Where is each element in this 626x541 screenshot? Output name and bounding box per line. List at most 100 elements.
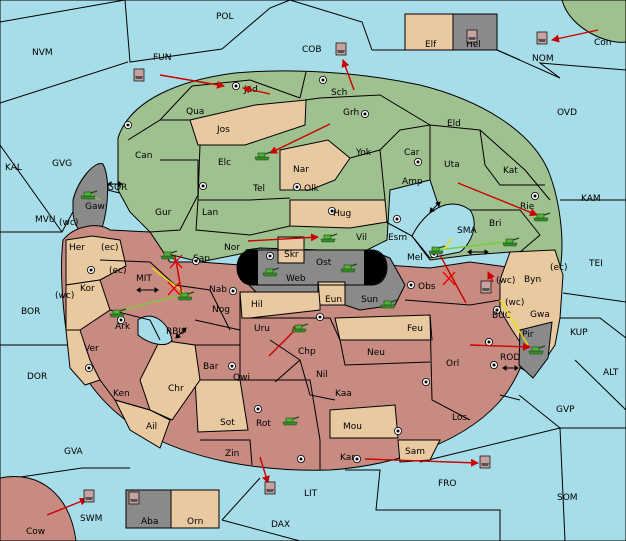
land-label-sch: Sch bbox=[331, 88, 347, 98]
land-label-chr: Chr bbox=[168, 384, 184, 394]
sea-label-cob: COB bbox=[302, 45, 322, 55]
land-label-vil: Vil bbox=[356, 233, 367, 243]
land-label-lan: Lan bbox=[202, 208, 218, 218]
land-label-mou: Mou bbox=[343, 422, 362, 432]
land-label-olk: Olk bbox=[304, 184, 320, 194]
sea-label-gvp: GVP bbox=[556, 405, 575, 415]
sea-label-lit: LIT bbox=[304, 489, 318, 499]
land-sam[interactable] bbox=[397, 439, 441, 463]
sea-label-gva: GVA bbox=[64, 447, 84, 457]
land-label-kat: Kat bbox=[503, 166, 518, 176]
adjacency-arrows bbox=[107, 181, 519, 371]
sea-label-buc: BUC bbox=[492, 311, 511, 321]
sea-label-nvm: NVM bbox=[32, 48, 53, 58]
coast-label-her-wc: (wc) bbox=[59, 218, 78, 228]
land-label-nor: Nor bbox=[224, 243, 240, 253]
land-label-nar: Nar bbox=[293, 165, 309, 175]
sea-label-som: SOM bbox=[557, 493, 578, 503]
land-label-can: Can bbox=[135, 151, 153, 161]
coast-label-byn-ec: (ec) bbox=[550, 263, 568, 273]
land-label-los: Los bbox=[452, 413, 467, 423]
coast-label-gwa-wc: (wc) bbox=[505, 298, 524, 308]
land-label-tel: Tel bbox=[252, 184, 265, 194]
land-orn[interactable] bbox=[170, 489, 220, 529]
sea-label-bor: BOR bbox=[21, 307, 40, 317]
failed-orders bbox=[167, 254, 456, 296]
fleet-cob bbox=[335, 42, 347, 56]
support-orders bbox=[89, 193, 529, 346]
coast-label-her-ec: (ec) bbox=[101, 243, 119, 253]
land-label-chp: Chp bbox=[298, 347, 316, 357]
land-label-eld: Eld bbox=[447, 119, 461, 129]
sea-label-sma: SMA bbox=[457, 226, 477, 236]
land-feu[interactable] bbox=[334, 314, 433, 341]
land-label-gur: Gur bbox=[155, 208, 172, 218]
fleet-hel bbox=[466, 29, 478, 43]
sea-label-mvu: MVU bbox=[35, 215, 56, 225]
sea-label-kam: KAM bbox=[581, 194, 601, 204]
land-label-ver: Ver bbox=[84, 344, 99, 354]
land-jos[interactable] bbox=[189, 99, 307, 146]
land-label-eun: Eun bbox=[325, 295, 342, 305]
fleet-aba bbox=[128, 491, 140, 505]
land-label-ark: Ark bbox=[115, 322, 131, 332]
land-label-qua: Qua bbox=[186, 107, 204, 117]
land-label-kor: Kor bbox=[80, 284, 95, 294]
sea-label-kal: KAL bbox=[5, 163, 22, 173]
land-label-web: Web bbox=[286, 274, 306, 284]
sea-label-mit: MIT bbox=[136, 274, 152, 284]
sea-label-fun: FUN bbox=[153, 53, 172, 63]
land-kor[interactable] bbox=[65, 279, 111, 331]
sea-label-dor: DOR bbox=[27, 372, 47, 382]
land-label-her: Her bbox=[69, 243, 85, 253]
red-hold-lines bbox=[174, 254, 467, 304]
land-label-gaw: Gaw bbox=[85, 202, 105, 212]
sea-label-dax: DAX bbox=[271, 520, 290, 530]
land-label-rie: Rie bbox=[520, 202, 535, 212]
land-label-grh: Grh bbox=[343, 108, 359, 118]
sea-label-kup: KUP bbox=[570, 328, 588, 338]
land-nar[interactable] bbox=[279, 139, 351, 191]
coast-label-byn-wc: (wc) bbox=[496, 276, 515, 286]
land-label-rot: Rot bbox=[256, 419, 271, 429]
land-label-byn: Byn bbox=[524, 275, 541, 285]
land-sot[interactable] bbox=[194, 379, 249, 433]
land-elf[interactable] bbox=[404, 13, 454, 51]
fleet-fun bbox=[133, 68, 145, 82]
sea-label-swm: SWM bbox=[80, 514, 102, 524]
land-label-sun: Sun bbox=[361, 295, 378, 305]
land-label-ken: Ken bbox=[113, 389, 130, 399]
land-label-gwa: Gwa bbox=[530, 310, 550, 320]
land-label-hug: Hug bbox=[333, 209, 351, 219]
gap-west bbox=[237, 250, 258, 285]
fleet-byn bbox=[480, 280, 492, 294]
land-label-elf: Elf bbox=[425, 40, 437, 50]
sea-label-nom: NOM bbox=[532, 54, 554, 64]
land-hug[interactable] bbox=[289, 199, 388, 229]
sea-label-pol: POL bbox=[216, 12, 234, 22]
land-label-zin: Zin bbox=[225, 449, 239, 459]
land-label-orn: Orn bbox=[187, 517, 203, 527]
land-label-amp: Amp bbox=[402, 177, 423, 187]
land-label-car: Car bbox=[404, 148, 420, 158]
land-label-bar: Bar bbox=[203, 362, 219, 372]
land-label-feu: Feu bbox=[407, 324, 423, 334]
sea-label-con: Con bbox=[594, 38, 612, 48]
land-label-neu: Neu bbox=[367, 348, 385, 358]
land-label-pir: Pir bbox=[522, 330, 534, 340]
land-label-obs: Obs bbox=[418, 282, 436, 292]
land-label-kar: Kar bbox=[340, 453, 355, 463]
sea-label-ovd: OVD bbox=[557, 108, 577, 118]
land-label-qwi: Qwi bbox=[233, 373, 250, 383]
land-mou[interactable] bbox=[329, 404, 399, 439]
sea-label-gvg: GVG bbox=[52, 159, 72, 169]
coast-label-kor-wc: (wc) bbox=[55, 291, 74, 301]
sea-label-fro: FRO bbox=[438, 479, 457, 489]
fleet-lit bbox=[264, 481, 276, 495]
fleet-nom bbox=[536, 31, 548, 45]
land-label-hil: Hil bbox=[251, 300, 263, 310]
fleet-swm bbox=[83, 489, 95, 503]
sea-label-rod: ROD bbox=[500, 353, 520, 363]
